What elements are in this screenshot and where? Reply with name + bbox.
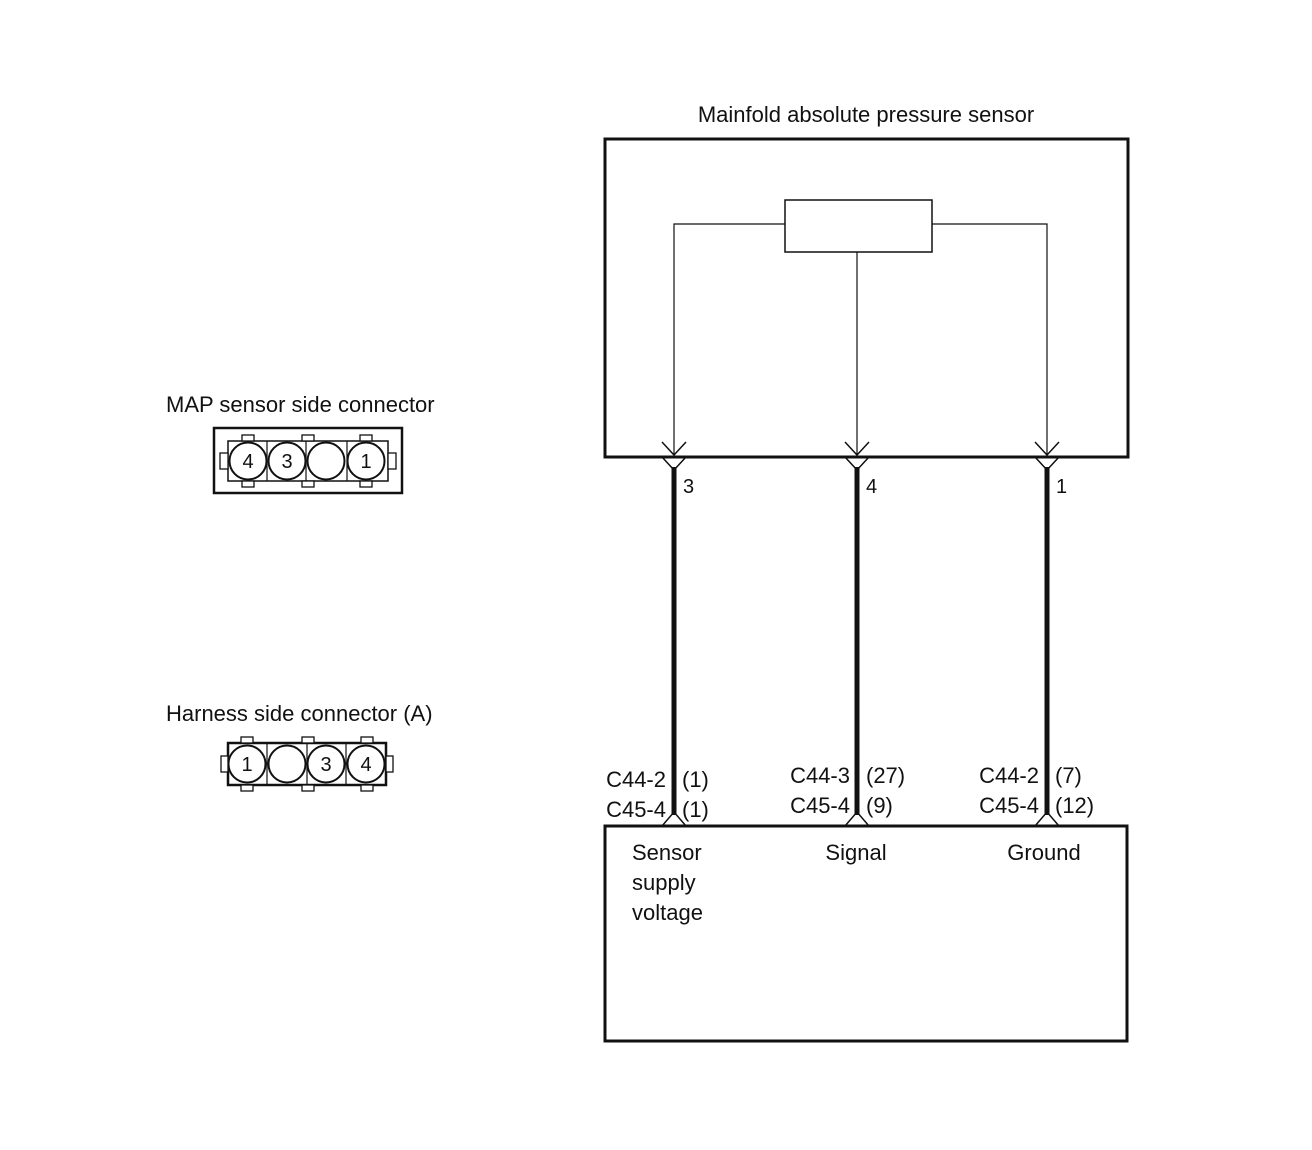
map-cavity-d [346, 441, 386, 481]
sensor-pin-signal: 4 [866, 476, 877, 498]
sensor-box [603, 137, 1130, 459]
function-label-supply-3: voltage [632, 900, 703, 925]
ecm-conn-supply-2: C45-4 [606, 797, 666, 822]
map-cavity-label-a: 4 [242, 451, 253, 473]
ecm-pin-labels: C44-2 (1) C45-4 (1) C44-3 (27) C45-4 (9)… [606, 763, 1094, 822]
ecm-pin-signal-1: (27) [866, 763, 905, 788]
map-cavity-a [228, 441, 268, 481]
ecm-conn-ground-1: C44-2 [979, 763, 1039, 788]
ecm-conn-supply-1: C44-2 [606, 767, 666, 792]
map-cavity-c [306, 441, 346, 481]
map-connector-title: MAP sensor side connector [166, 392, 435, 417]
harness-connector: 1 3 4 [220, 736, 394, 792]
harness-cavity-a [227, 744, 267, 784]
harness-cavity-label-d: 4 [360, 754, 371, 776]
ecm-conn-signal-2: C45-4 [790, 793, 850, 818]
ecm-pin-ground-2: (12) [1055, 793, 1094, 818]
ecm-pin-supply-2: (1) [682, 797, 709, 822]
function-label-ground: Ground [1007, 840, 1080, 865]
ecm-pin-signal-2: (9) [866, 793, 893, 818]
sensor-pin-supply: 3 [683, 476, 694, 498]
ecm-box [603, 824, 1129, 1043]
map-cavity-label-d: 1 [360, 451, 371, 473]
sensor-internal-wiring [673, 223, 1048, 455]
harness-cavity-label-c: 3 [320, 754, 331, 776]
sensor-pin-ground: 1 [1056, 476, 1067, 498]
harness-cavity-c [306, 744, 346, 784]
function-label-supply-2: supply [632, 870, 696, 895]
harness-cavity-label-a: 1 [241, 754, 252, 776]
ecm-conn-signal-1: C44-3 [790, 763, 850, 788]
function-label-signal: Signal [825, 840, 886, 865]
sensor-title: Mainfold absolute pressure sensor [698, 102, 1034, 127]
map-cavity-b [267, 441, 307, 481]
map-connector: 4 3 1 [212, 426, 404, 495]
ecm-conn-ground-2: C45-4 [979, 793, 1039, 818]
ecm-pin-supply-1: (1) [682, 767, 709, 792]
harness-wires [671, 467, 1050, 815]
sensor-element [784, 199, 933, 253]
map-cavity-label-b: 3 [281, 451, 292, 473]
ecm-connector-symbols [661, 810, 1060, 827]
harness-cavity-d [346, 744, 386, 784]
harness-connector-title: Harness side connector (A) [166, 701, 433, 726]
ecm-pin-ground-1: (7) [1055, 763, 1082, 788]
harness-cavity-b [267, 744, 307, 784]
function-label-supply-1: Sensor [632, 840, 702, 865]
